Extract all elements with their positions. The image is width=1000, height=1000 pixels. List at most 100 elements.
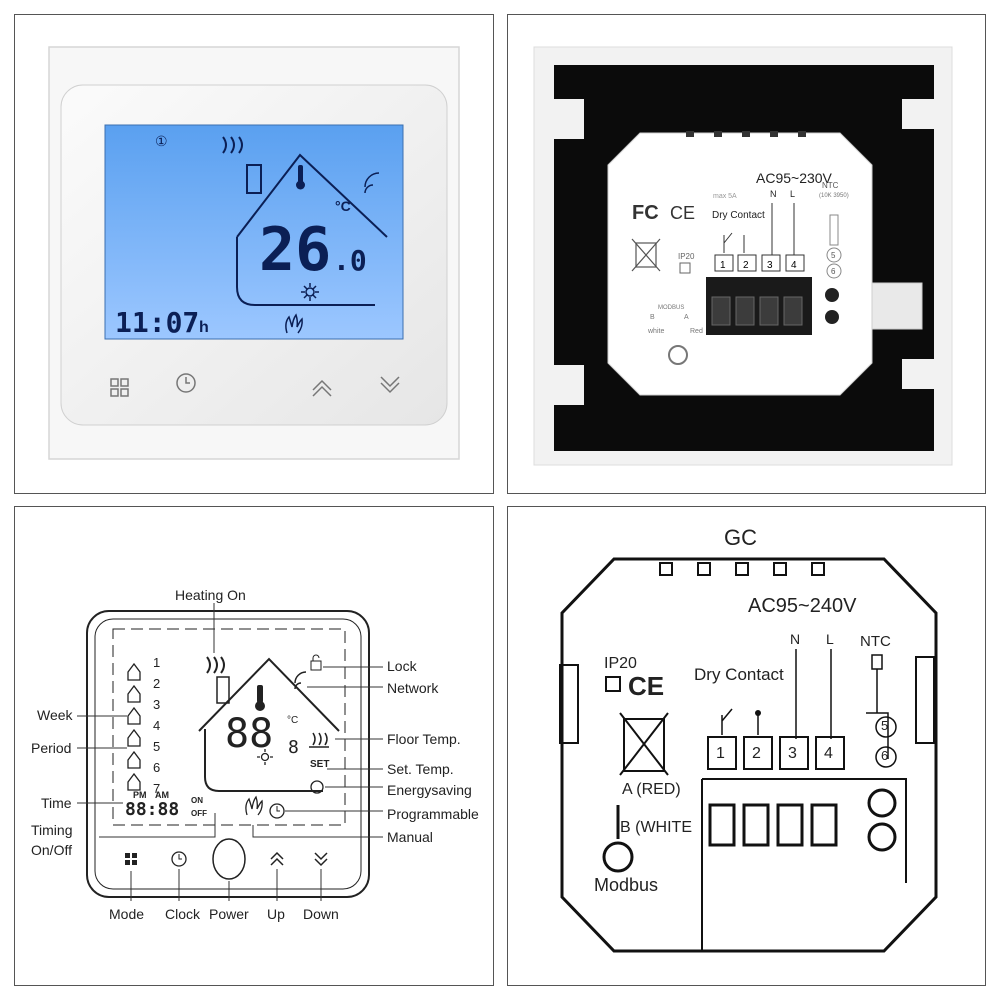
back-modbus-white: white <box>647 328 664 335</box>
back-fc-mark: FC <box>632 202 659 224</box>
diagram-house-chimney <box>216 676 230 704</box>
wiring-ntc-probe-tip <box>871 654 883 670</box>
house-chimney <box>246 164 262 194</box>
lcd-screen <box>104 124 404 340</box>
diagram-manual-icon <box>245 795 263 816</box>
modbus-port-icon <box>668 345 688 365</box>
wiring-a-red: A (RED) <box>622 781 681 798</box>
ntc-screw-top <box>825 288 839 302</box>
diagram-week-icons <box>127 662 141 791</box>
wiring-ntc-pin-5-label: 5 <box>881 718 889 733</box>
module-top-pins <box>686 131 806 137</box>
diagram-drawing: °C <box>77 603 383 901</box>
diagram-lcd-am: AM <box>155 790 169 800</box>
side-tab <box>867 282 923 330</box>
wiring-ntc-label: NTC <box>860 633 891 650</box>
wiring-lines <box>721 649 832 739</box>
back-dry-contact: Dry Contact <box>712 210 765 221</box>
diagram-lcd-pm: PM <box>133 790 147 800</box>
up-button[interactable] <box>312 379 332 397</box>
diagram-programmable-icon <box>269 803 285 819</box>
back-ntc-spec: (10K 3950) <box>819 193 849 199</box>
diagram-lcd-area <box>112 628 346 826</box>
wiring-terminal-2: 2 <box>752 745 761 762</box>
manual-hand-icon <box>285 313 303 334</box>
label-on-off: On/Off <box>31 842 72 858</box>
wiring-top-pins <box>659 562 825 576</box>
wiring-terminal-block <box>701 778 907 951</box>
wiring-voltage: AC95~240V <box>748 595 857 617</box>
label-time: Time <box>41 795 72 811</box>
house-floor <box>236 237 375 306</box>
diagram-sun-icon <box>257 749 273 765</box>
label-period: Period <box>31 740 72 756</box>
wiring-ip-square-icon <box>605 676 621 692</box>
label-set-temp: Set. Temp. <box>387 761 454 777</box>
diagram-period-6: 6 <box>153 760 161 775</box>
back-ntc-pin-5-label: 5 <box>831 251 836 260</box>
network-icon <box>364 172 380 194</box>
ip-square-icon <box>679 262 691 274</box>
back-terminal-1: 1 <box>720 260 726 271</box>
back-n-label: N <box>770 189 777 199</box>
diagram-unit-icon: °C <box>287 715 298 726</box>
diagram-power-button[interactable] <box>212 838 246 880</box>
label-timing: Timing <box>31 822 73 838</box>
diagram-lock-icon <box>310 660 322 671</box>
diagram-down-button[interactable] <box>314 852 328 867</box>
wiring-ce-mark: CE <box>628 671 665 701</box>
wiring-terminal-boxes <box>707 736 845 770</box>
down-button[interactable] <box>380 376 400 394</box>
label-week: Week <box>37 707 73 723</box>
label-mode: Mode <box>109 906 145 922</box>
back-terminal-boxes <box>714 254 805 272</box>
back-ntc-pin-6 <box>826 263 842 279</box>
back-ntc-label: NTC <box>822 181 839 190</box>
diagram-period-2: 2 <box>153 676 161 691</box>
wiring-n-label: N <box>790 631 801 647</box>
lcd-temperature: 26 <box>259 215 331 285</box>
weee-bin-icon <box>631 238 661 272</box>
diagram-lcd-set: SET <box>310 759 330 770</box>
diagram-house-floor <box>204 729 323 792</box>
diagram-leader-lines <box>77 603 383 838</box>
diagram-up-button[interactable] <box>270 851 284 866</box>
wiring-ntc-pin-6-label: 6 <box>881 748 889 763</box>
label-programmable: Programmable <box>387 806 479 822</box>
label-lock: Lock <box>387 658 417 674</box>
label-energysaving: Energysaving <box>387 782 472 798</box>
wiring-diagram-panel: GC AC95~240V N L NTC IP20 CE Dry Contact… <box>507 506 986 986</box>
diagram-heating-icon <box>206 656 225 674</box>
wiring-modbus: Modbus <box>594 875 659 895</box>
thermostat-back-photo: AC95~230V Dry Contact max 5A FC CE IP20 … <box>533 46 953 466</box>
label-manual: Manual <box>387 829 433 845</box>
label-clock: Clock <box>165 906 201 922</box>
back-ntc-probe <box>829 214 839 246</box>
back-modbus-label: MODBUS <box>658 305 684 311</box>
label-heating-on: Heating On <box>175 587 246 603</box>
wiring-ntc-pin-6 <box>875 746 897 768</box>
house-roof <box>236 153 388 238</box>
back-modbus-red: Red <box>690 328 703 335</box>
back-terminal-2: 2 <box>743 260 749 271</box>
back-ce-mark: CE <box>670 203 695 223</box>
mode-button[interactable] <box>110 378 129 397</box>
lcd-time-suffix: h <box>199 319 209 336</box>
wiring-drawing <box>559 557 938 953</box>
wiring-screw-bottom <box>867 822 897 852</box>
wiring-ip-rating: IP20 <box>604 655 637 672</box>
sun-icon <box>301 283 319 301</box>
clock-button[interactable] <box>176 373 196 393</box>
lcd-time: 11:07 <box>115 306 199 339</box>
wiring-terminal-4: 4 <box>824 745 833 762</box>
wiring-dry-contact: Dry Contact <box>694 665 784 684</box>
diagram-clock-button[interactable] <box>171 851 187 867</box>
screw-terminals <box>711 296 803 326</box>
back-ntc-pin-5 <box>826 247 842 263</box>
diagram-house-roof <box>198 657 340 732</box>
wiring-terminal-1: 1 <box>716 745 725 762</box>
back-wiring-lines <box>723 203 795 255</box>
back-ntc-pin-6-label: 6 <box>831 267 836 276</box>
diagram-mode-button[interactable] <box>125 853 137 865</box>
diagram-period-7: 7 <box>153 781 161 796</box>
